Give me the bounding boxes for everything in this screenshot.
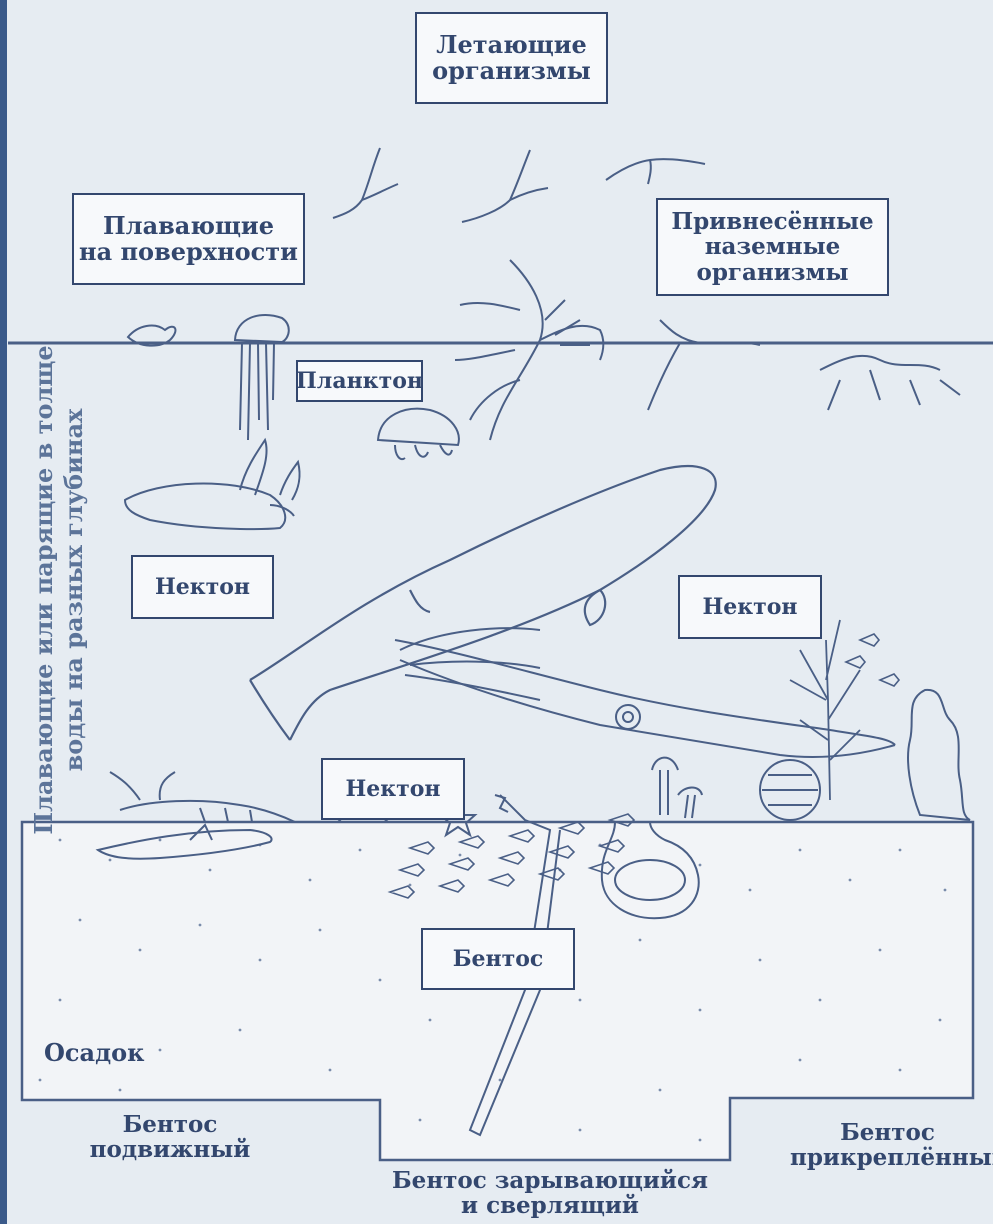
benthos-burrowing-line-1: Бентос зарывающийся (350, 1168, 750, 1193)
benthos-mobile-line-2: подвижный (75, 1137, 265, 1162)
flying-line-1: Летающие (436, 32, 587, 58)
nekton-right-box: Нектон (678, 575, 822, 639)
driftwood-icon (648, 320, 960, 410)
introduced-organisms-box: Привнесённые наземные организмы (656, 198, 889, 296)
water-column-label: Плавающие или парящие в толще воды на ра… (14, 270, 104, 910)
introduced-line-3: организмы (696, 260, 848, 285)
surface-floating-line-2: на поверхности (79, 239, 298, 265)
benthos-box: Бентос (421, 928, 575, 990)
benthos-mobile-label: Бентос подвижный (75, 1112, 265, 1163)
plankton-box: Планктон (296, 360, 423, 402)
sediment-layer (22, 822, 973, 1160)
whale-icon (250, 466, 716, 740)
water-column-line-1: Плавающие или парящие в толще (29, 345, 59, 834)
sediment-label: Осадок (44, 1040, 144, 1066)
lobster-icon (110, 772, 295, 822)
squid-icon (395, 628, 895, 757)
plankton-jellyfish-icon (378, 409, 459, 459)
jellyfish-icon (235, 315, 289, 440)
benthos-mobile-line-1: Бентос (75, 1112, 265, 1137)
flying-line-2: организмы (432, 58, 591, 84)
introduced-line-1: Привнесённые (671, 209, 873, 234)
nekton-center-label: Нектон (345, 777, 440, 801)
plankton-label: Планктон (296, 369, 423, 393)
nekton-left-label: Нектон (155, 575, 250, 599)
flying-organisms-box: Летающие организмы (415, 12, 608, 104)
benthos-burrowing-label: Бентос зарывающийся и сверлящий (350, 1168, 750, 1219)
turtle-icon (125, 440, 300, 529)
seaweed-icon (455, 260, 603, 440)
nekton-left-box: Нектон (131, 555, 274, 619)
benthos-attached-line-2: прикреплённый (790, 1145, 985, 1170)
surface-floating-line-1: Плавающие (103, 213, 274, 239)
nekton-center-box: Нектон (321, 758, 465, 820)
surface-floating-box: Плавающие на поверхности (72, 193, 305, 285)
benthos-label: Бентос (453, 947, 544, 971)
benthos-attached-label: Бентос прикреплённый (790, 1120, 985, 1171)
water-column-line-2: воды на разных глубинах (59, 345, 89, 834)
seafan-icon (790, 620, 860, 800)
benthos-attached-line-1: Бентос (790, 1120, 985, 1145)
introduced-line-2: наземные (705, 234, 841, 259)
benthos-burrowing-line-2: и сверлящий (350, 1193, 750, 1218)
anemone-icon (652, 758, 702, 818)
nekton-right-label: Нектон (702, 595, 797, 619)
sediment-text: Осадок (44, 1038, 144, 1067)
coral-icon (908, 690, 970, 820)
sponge-icon (760, 760, 820, 820)
bird-icon (333, 148, 705, 222)
